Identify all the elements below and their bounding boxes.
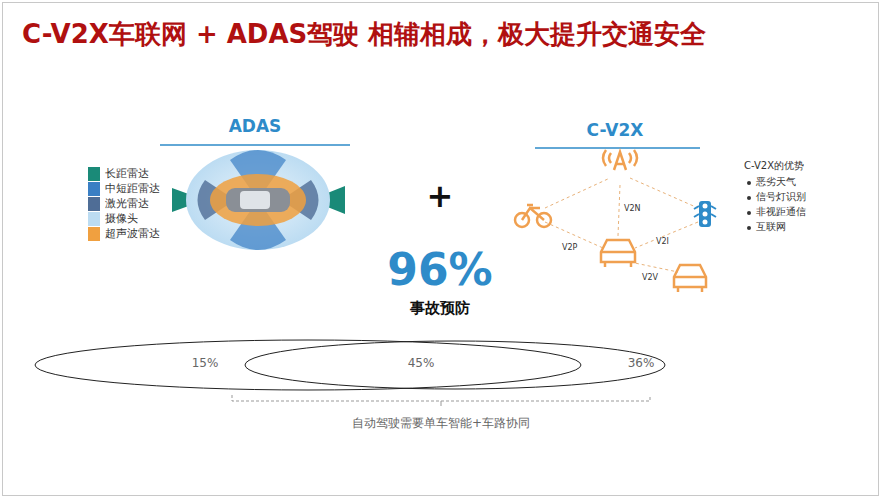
link-label: V2V xyxy=(642,273,658,282)
legend-text: 激光雷达 xyxy=(105,198,149,211)
list-item: 互联网 xyxy=(756,221,786,233)
legend-text: 中短距雷达 xyxy=(105,183,160,196)
legend-swatch xyxy=(88,227,100,241)
plus-sign: + xyxy=(427,178,454,215)
adas-car xyxy=(172,150,345,250)
legend-swatch xyxy=(88,167,100,181)
list-item: 信号灯识别 xyxy=(756,191,806,203)
section-header: ADAS xyxy=(229,117,282,137)
percent-label: 36% xyxy=(628,357,655,371)
list-heading: C-V2X的优势 xyxy=(744,160,804,172)
link-label: V2I xyxy=(656,237,669,246)
list-item: 恶劣天气 xyxy=(756,176,796,188)
big-number: 96% xyxy=(387,245,492,296)
legend-text: 摄像头 xyxy=(105,213,138,226)
slide-title: C-V2X车联网 + ADAS驾驶 相辅相成，极大提升交通安全 xyxy=(22,20,706,50)
legend-swatch xyxy=(88,212,100,226)
legend-text: 超声波雷达 xyxy=(105,228,160,241)
bike-icon xyxy=(515,205,551,227)
bullet xyxy=(747,196,751,200)
section-header: C-V2X xyxy=(587,121,644,141)
legend-text: 长距雷达 xyxy=(105,168,149,181)
legend-swatch xyxy=(88,197,100,211)
percent-label: 45% xyxy=(408,357,435,371)
car-icon xyxy=(601,240,635,267)
list-item: 非视距通信 xyxy=(756,206,806,218)
bullet xyxy=(747,211,751,215)
traffic-light-icon xyxy=(694,201,716,227)
link-label: V2P xyxy=(562,243,577,252)
percent-label: 15% xyxy=(192,357,219,371)
tower-icon xyxy=(603,150,637,170)
legend-swatch xyxy=(88,182,100,196)
bullet xyxy=(747,226,751,230)
number-caption: 事故预防 xyxy=(410,300,470,317)
bracket-note: 自动驾驶需要单车智能+车路协同 xyxy=(352,417,530,431)
bullet xyxy=(747,181,751,185)
link-label: V2N xyxy=(624,204,641,213)
car-icon xyxy=(674,265,706,292)
